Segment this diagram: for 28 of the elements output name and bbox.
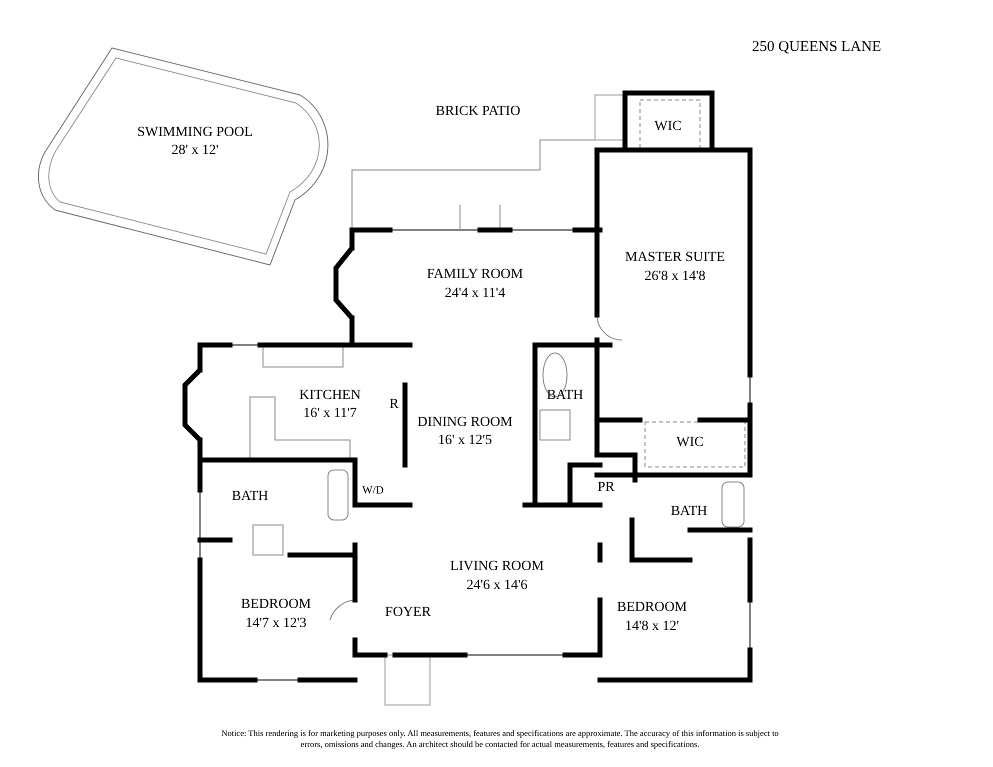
room-name: LIVING ROOM	[450, 560, 544, 574]
room-name: FOYER	[385, 606, 431, 620]
room-dimensions: 28' x 12'	[171, 144, 219, 158]
room-dimensions: 16' x 11'7	[303, 407, 357, 421]
room-name: BATH	[232, 490, 268, 504]
room-name: KITCHEN	[299, 389, 361, 403]
room-name: BATH	[546, 389, 584, 403]
room-dimensions: 24'6 x 14'6	[466, 579, 528, 593]
disclaimer-note: Notice: This rendering is for marketing purposes only. All measurements, features and specifications are approximate. The accuracy of this information is subject to errors, omissions and changes. An architect should be contacted for actual measurements, features and specifications.	[220, 728, 780, 750]
room-dimensions: 16' x 12'5	[438, 434, 492, 448]
room-dimensions: 26'8 x 14'8	[644, 270, 706, 284]
address-title: 250 QUEENS LANE	[752, 38, 882, 57]
room-name: DINING ROOM	[417, 416, 513, 430]
room-name: BEDROOM	[241, 598, 311, 612]
room-name: BEDROOM	[617, 601, 687, 615]
room-name: BATH	[670, 505, 708, 519]
room-name: W/D	[362, 486, 384, 496]
room-name: R	[389, 398, 399, 412]
room-name: MASTER SUITE	[625, 251, 725, 265]
room-name: WIC	[654, 120, 682, 134]
room-dimensions: 14'7 x 12'3	[245, 617, 307, 631]
room-name: WIC	[676, 436, 704, 450]
room-dimensions: 24'4 x 11'4	[444, 287, 506, 301]
room-name: FAMILY ROOM	[426, 268, 524, 282]
area-name: BRICK PATIO	[436, 105, 520, 119]
room-dimensions: 14'8 x 12'	[624, 620, 680, 634]
room-name: PR	[597, 481, 615, 495]
room-name: SWIMMING POOL	[137, 126, 253, 140]
